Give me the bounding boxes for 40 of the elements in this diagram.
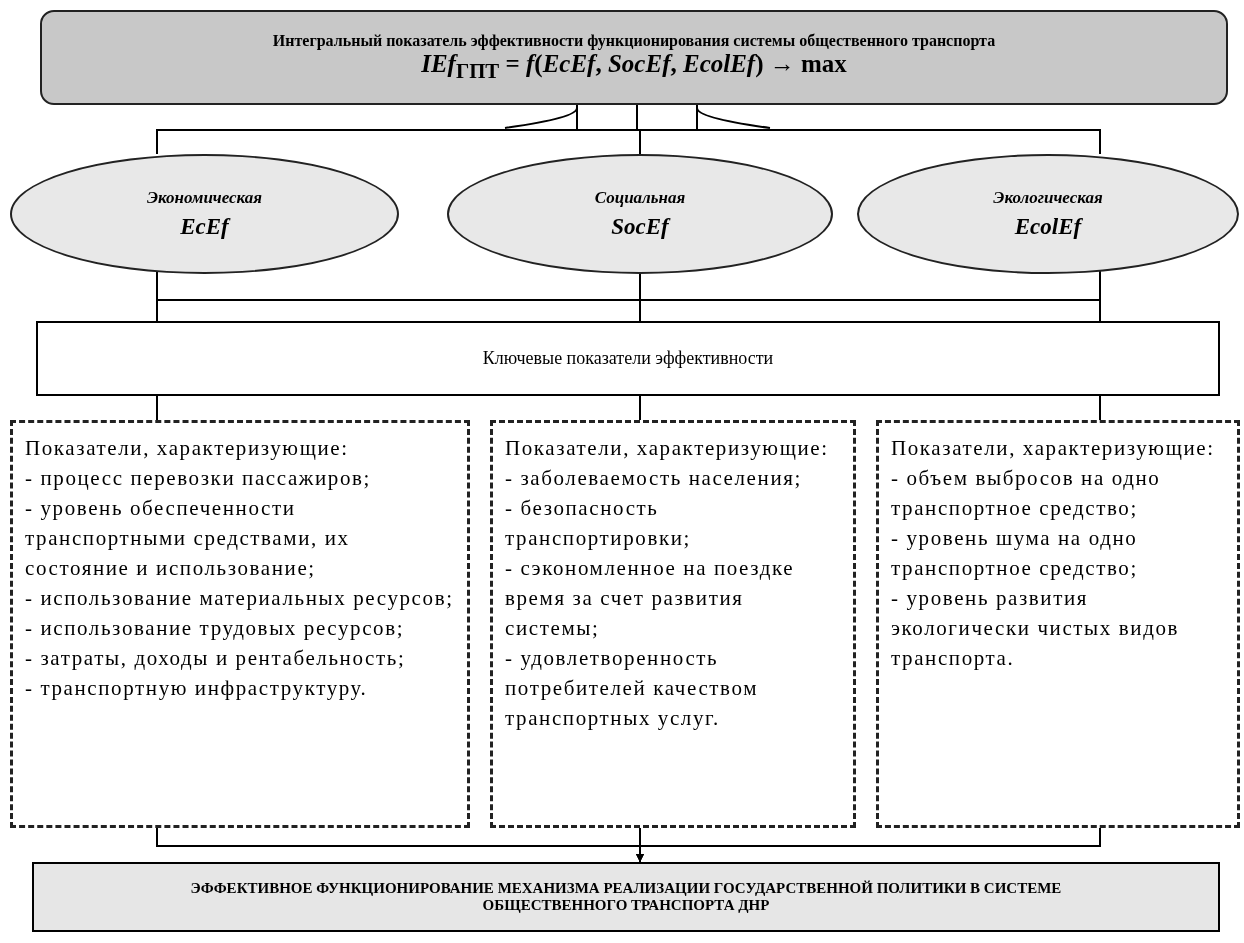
indicator-box — [490, 420, 856, 828]
connector — [156, 104, 578, 155]
category-label: Социальная — [594, 188, 686, 208]
list-heading: Показатели, характеризующие: — [505, 435, 830, 462]
list-item: - сэкономленное на поездке время за счет развития системы; — [505, 555, 796, 642]
connector — [636, 104, 641, 155]
result-box — [32, 862, 1220, 932]
heading: Интегральный показатель эффективности функционирования системы общественного транспорта — [272, 31, 996, 50]
formula: IEf$_{ГПТ}$ = f(EcEf, SocEf, EcolEf) → max — [421, 49, 847, 84]
index-label: EcEf — [180, 214, 229, 240]
list-heading: Показатели, характеризующие: — [891, 435, 1216, 462]
list-heading: Показатели, характеризующие: — [25, 435, 350, 462]
label: Ключевые показатели эффективности — [482, 348, 774, 369]
connector — [1099, 395, 1101, 421]
header-box — [40, 10, 1228, 105]
list-item: - безопасность транспортировки; — [505, 495, 692, 552]
connector — [639, 395, 641, 421]
list-item: - использование трудовых ресурсов; — [25, 615, 406, 642]
list-item: - удовлетворенность потребителей качеством транспортных услуг. — [505, 645, 760, 732]
list-item: - уровень шума на одно транспортное средство; — [891, 525, 1139, 582]
connector — [696, 104, 1101, 155]
key-box — [36, 321, 1220, 396]
indicator-box — [876, 420, 1240, 828]
list-item: - объем выбросов на одно транспортное средство; — [891, 465, 1162, 522]
list-item: - процесс перевозки пассажиров; — [25, 465, 372, 492]
index-label: EcolEf — [1014, 214, 1082, 240]
connector — [639, 273, 641, 322]
indicator-box — [10, 420, 470, 828]
list-item: - уровень обеспеченности транспортными средствами, их состояние и использование; — [25, 495, 351, 582]
list-item: - заболеваемость населения; — [505, 465, 803, 492]
connector — [156, 395, 158, 421]
list-item: - транспортную инфраструктуру. — [25, 675, 369, 702]
list-item: - использование материальных ресурсов; — [25, 585, 455, 612]
label: ЭФФЕКТИВНОЕ ФУНКЦИОНИРОВАНИЕ МЕХАНИЗМА РЕАЛИЗАЦИИ ГОСУДАРСТВЕННОЙ ПОЛИТИКИ В СИСТЕМЕ ОБЩЕСТВЕННОГО ТРАНСПОРТА ДНР — [189, 880, 1063, 914]
list-item: - затраты, доходы и рентабельность; — [25, 645, 407, 672]
index-label: SocEf — [611, 214, 669, 240]
connector — [636, 827, 1101, 863]
category-label: Экономическая — [146, 188, 263, 208]
list-item: - уровень развития экологически чистых видов транспорта. — [891, 585, 1181, 672]
category-label: Экологическая — [993, 188, 1103, 208]
